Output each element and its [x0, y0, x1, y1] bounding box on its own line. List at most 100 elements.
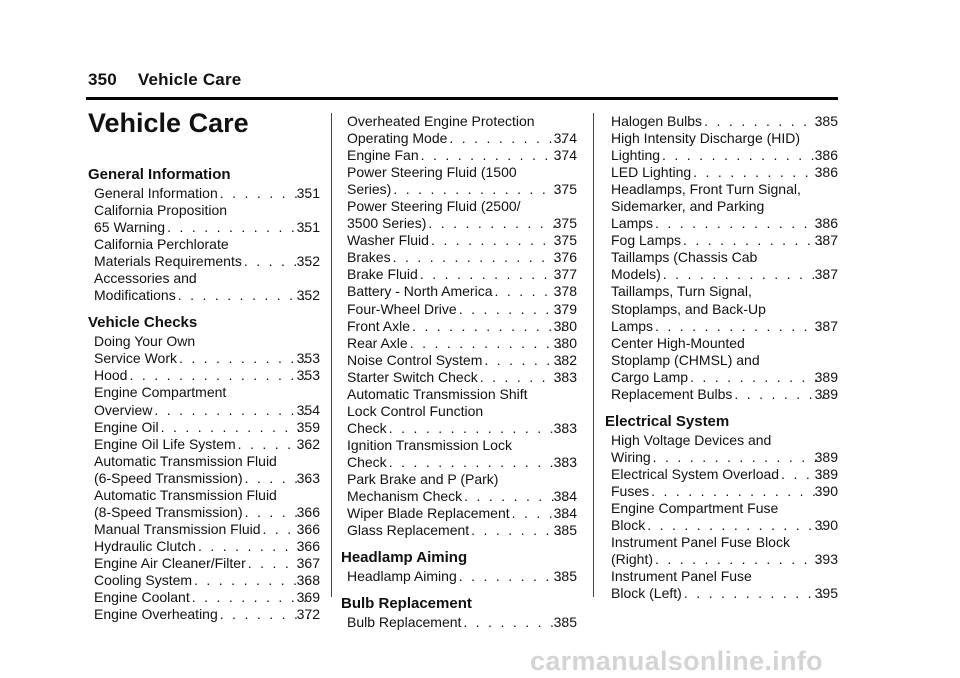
toc-entry-text: Automatic Transmission Shift — [347, 385, 528, 402]
toc-entry[interactable]: Starter Switch Check383 — [341, 369, 577, 386]
toc-entry-text: Materials Requirements — [94, 253, 242, 270]
toc-entry[interactable]: Fog Lamps387 — [605, 232, 838, 249]
toc-entry[interactable]: Headlamp Aiming385 — [341, 568, 577, 585]
toc-entry[interactable]: Engine Overheating372 — [88, 606, 320, 623]
toc-entry-line: Models)387 — [611, 266, 838, 283]
toc-entry-text: Taillamps, Turn Signal, — [611, 283, 752, 300]
toc-entry[interactable]: Wiper Blade Replacement384 — [341, 505, 577, 522]
toc-page-number: 387 — [814, 232, 838, 249]
dot-leader — [389, 454, 566, 471]
toc-entry-text: Lamps — [611, 215, 654, 232]
toc-entry-line: Lamps386 — [611, 215, 838, 232]
toc-entry-text: Front Axle — [347, 317, 411, 334]
toc-entry[interactable]: Engine Coolant369 — [88, 589, 320, 606]
toc-entry[interactable]: Fuses390 — [605, 483, 838, 500]
toc-page-number: 389 — [814, 465, 838, 482]
toc-entry-line: Engine Fan374 — [347, 147, 577, 164]
toc-entry[interactable]: Replacement Bulbs389 — [605, 386, 838, 403]
dot-leader — [471, 522, 565, 539]
toc-entry[interactable]: Engine Compartment FuseBlock390 — [605, 500, 838, 534]
toc-page-number: 368 — [296, 571, 320, 588]
toc-entry[interactable]: Engine CompartmentOverview354 — [88, 384, 320, 418]
toc-entry[interactable]: Four-Wheel Drive379 — [341, 301, 577, 318]
toc-entry-text: Block — [611, 517, 646, 534]
toc-entry[interactable]: Electrical System Overload389 — [605, 466, 838, 483]
toc-entry[interactable]: High Voltage Devices andWiring389 — [605, 432, 838, 466]
toc-entry-line: 3500 Series)375 — [347, 215, 577, 232]
toc-entry[interactable]: Rear Axle380 — [341, 335, 577, 352]
toc-entry-line: Headlamp Aiming385 — [347, 568, 577, 585]
toc-entry[interactable]: Automatic Transmission Fluid(6-Speed Tra… — [88, 453, 320, 487]
toc-page-number: 379 — [553, 300, 577, 317]
toc-entry[interactable]: Engine Oil Life System362 — [88, 436, 320, 453]
toc-entry-line: 65 Warning351 — [94, 219, 320, 236]
dot-leader — [464, 488, 565, 505]
toc-entry-line: Engine Oil Life System362 — [94, 436, 320, 453]
toc-entry[interactable]: Ignition Transmission LockCheck383 — [341, 437, 577, 471]
toc-entry[interactable]: Power Steering Fluid (2500/3500 Series)3… — [341, 198, 577, 232]
toc-section-heading: General Information — [88, 166, 231, 183]
toc-page-number: 375 — [553, 181, 577, 198]
toc-entry[interactable]: Halogen Bulbs385 — [605, 113, 838, 130]
dot-leader — [459, 568, 566, 585]
toc-page-number: 353 — [296, 367, 320, 384]
toc-entry[interactable]: Brakes376 — [341, 249, 577, 266]
toc-entry-line: Washer Fluid375 — [347, 232, 577, 249]
toc-page-number: 383 — [553, 453, 577, 470]
toc-entry[interactable]: Automatic Transmission Fluid(8-Speed Tra… — [88, 487, 320, 521]
toc-entry-text: Overheated Engine Protection — [347, 113, 535, 129]
toc-entry-line: Cargo Lamp389 — [611, 368, 838, 386]
toc-page-number: 395 — [814, 585, 838, 602]
toc-entry-line: Electrical System Overload389 — [611, 465, 838, 483]
toc-entry[interactable]: Washer Fluid375 — [341, 232, 577, 249]
toc-entry[interactable]: High Intensity Discharge (HID)Lighting38… — [605, 130, 838, 164]
dot-leader — [651, 483, 827, 500]
toc-entry[interactable]: Bulb Replacement 385 — [341, 614, 577, 631]
toc-entry[interactable]: Manual Transmission Fluid366 — [88, 521, 320, 538]
toc-entry[interactable]: Accessories andModifications352 — [88, 270, 320, 304]
toc-page-number: 385 — [553, 614, 577, 631]
toc-entry[interactable]: Instrument Panel Fuse Block(Right)393 — [605, 534, 838, 568]
toc-page-number: 378 — [553, 283, 577, 300]
toc-entry-line: Brake Fluid377 — [347, 266, 577, 283]
toc-entry[interactable]: General Information351 — [88, 185, 320, 202]
toc-page-number: 385 — [814, 113, 838, 129]
toc-entry-text: Lock Control Function — [347, 402, 484, 419]
toc-entry[interactable]: Engine Oil359 — [88, 419, 320, 436]
toc-entry[interactable]: Engine Fan374 — [341, 147, 577, 164]
dot-leader — [421, 147, 566, 164]
toc-entry-line: Glass Replacement385 — [347, 522, 577, 539]
dot-leader — [198, 538, 309, 555]
toc-entry[interactable]: Headlamps, Front Turn Signal,Sidemarker,… — [605, 181, 838, 232]
toc-entry[interactable]: Park Brake and P (Park)Mechanism Check38… — [341, 471, 577, 505]
toc-entry[interactable]: Cooling System368 — [88, 572, 320, 589]
toc-entry[interactable]: Battery - North America378 — [341, 283, 577, 300]
toc-page-number: 389 — [814, 368, 838, 385]
toc-entry[interactable]: LED Lighting386 — [605, 164, 838, 181]
toc-entry[interactable]: Engine Air Cleaner/Filter367 — [88, 555, 320, 572]
toc-entry[interactable]: Taillamps, Turn Signal,Stoplamps, and Ba… — [605, 283, 838, 334]
dot-leader — [389, 420, 566, 437]
toc-entry-text: Bulb Replacement — [347, 614, 462, 631]
toc-entry[interactable]: Brake Fluid377 — [341, 266, 577, 283]
toc-entry[interactable]: Front Axle380 — [341, 318, 577, 335]
toc-entry-line: Battery - North America378 — [347, 283, 577, 300]
toc-entry[interactable]: Hood353 — [88, 367, 320, 384]
dot-leader — [179, 350, 309, 367]
toc-entry-line: General Information351 — [94, 185, 320, 202]
toc-entry-text: Taillamps (Chassis Cab — [611, 249, 758, 266]
toc-entry[interactable]: Noise Control System382 — [341, 352, 577, 369]
toc-entry[interactable]: Glass Replacement385 — [341, 522, 577, 539]
toc-entry-text: Starter Switch Check — [347, 368, 478, 385]
toc-entry[interactable]: Hydraulic Clutch366 — [88, 538, 320, 555]
